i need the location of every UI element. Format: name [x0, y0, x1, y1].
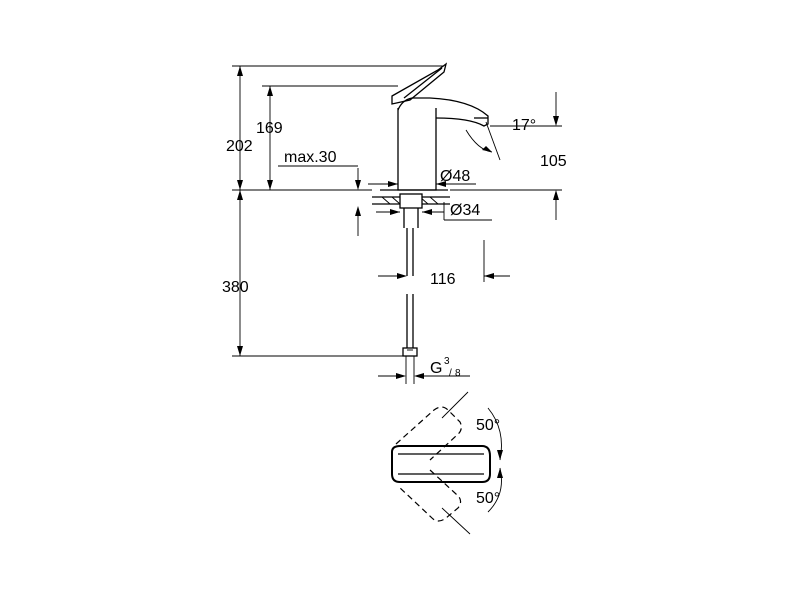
- spout-height-label: 169: [256, 120, 283, 137]
- hole-diameter-dimension: [376, 202, 492, 221]
- height-dimensions: [232, 65, 562, 357]
- handle-clearance-label: 116: [430, 271, 456, 288]
- deck-thickness-dimension: [278, 165, 361, 236]
- body-diameter-dimension: [368, 181, 476, 187]
- thread-label: G: [430, 360, 442, 377]
- spout-angle-dimension: [465, 121, 510, 161]
- rotation-up-label: 50°: [476, 417, 500, 434]
- spout-reach-label: 105: [540, 153, 567, 170]
- thread-denominator: 8: [455, 368, 461, 379]
- deck-thickness-label: max.30: [284, 149, 337, 166]
- thread-dimension: [378, 356, 470, 384]
- hole-diameter-label: Ø34: [450, 202, 480, 219]
- pipe-length-label: 380: [222, 279, 249, 296]
- handle-clearance-dimension: [378, 240, 510, 282]
- overall-height-label: 202: [226, 138, 253, 155]
- thread-slash: /: [449, 368, 452, 379]
- rotation-down-label: 50°: [476, 490, 500, 507]
- spout-angle-label: 17°: [512, 117, 536, 134]
- body-diameter-label: Ø48: [440, 168, 470, 185]
- faucet-top-view: [391, 391, 503, 535]
- thread-numerator: 3: [444, 356, 450, 367]
- faucet-side-view: [372, 62, 489, 357]
